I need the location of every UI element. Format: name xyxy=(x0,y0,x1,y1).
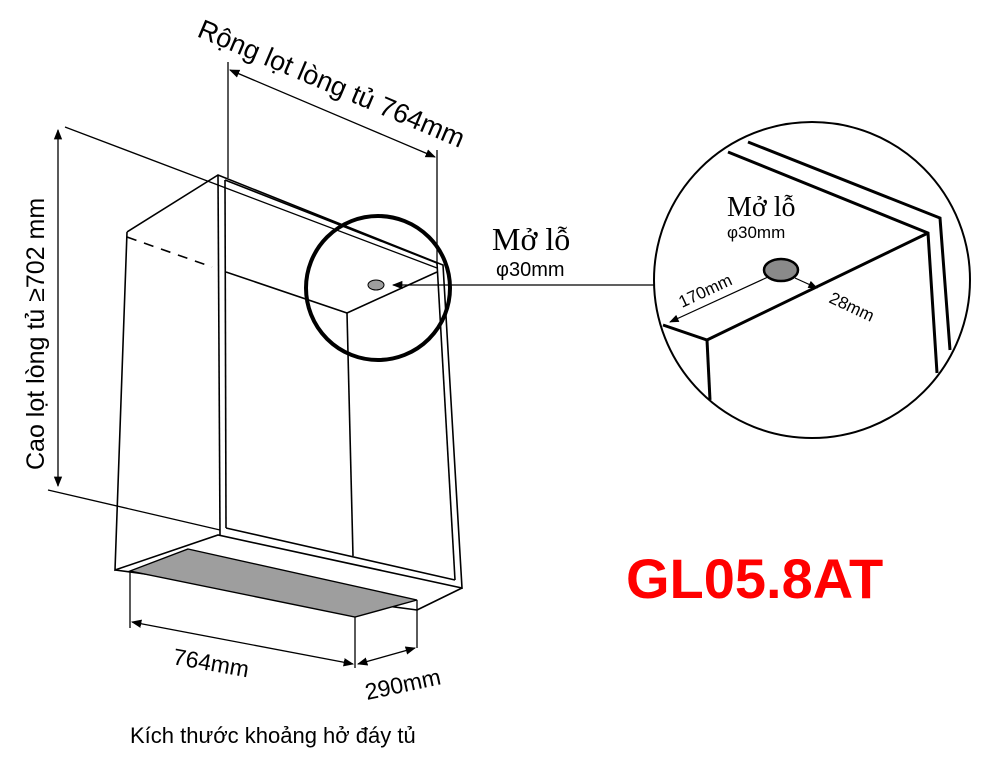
detail-hole-title: Mở lỗ xyxy=(727,192,795,223)
detail-callout-circle xyxy=(304,214,452,362)
width-dimension-label: Rộng lọt lòng tủ 764mm xyxy=(194,14,470,154)
caption: Kích thước khoảng hở đáy tủ xyxy=(130,723,416,748)
detail-view: Mở lỗ φ30mm 170mm 28mm xyxy=(653,121,971,439)
hole-marker xyxy=(367,279,385,291)
hole-title: Mở lỗ xyxy=(492,221,570,257)
bottom-depth-label: 290mm xyxy=(363,664,443,705)
height-dimension-label: Cao lọt lòng tủ ≥702 mm xyxy=(22,198,50,470)
bottom-width-label: 764mm xyxy=(171,643,251,682)
dimension-lines xyxy=(47,62,655,668)
detail-hole-diameter: φ30mm xyxy=(727,223,785,242)
hole-diameter: φ30mm xyxy=(496,259,565,281)
model-code: GL05.8AT xyxy=(626,547,883,610)
cabinet-drawing xyxy=(114,174,463,611)
bottom-opening-plate xyxy=(127,548,418,618)
